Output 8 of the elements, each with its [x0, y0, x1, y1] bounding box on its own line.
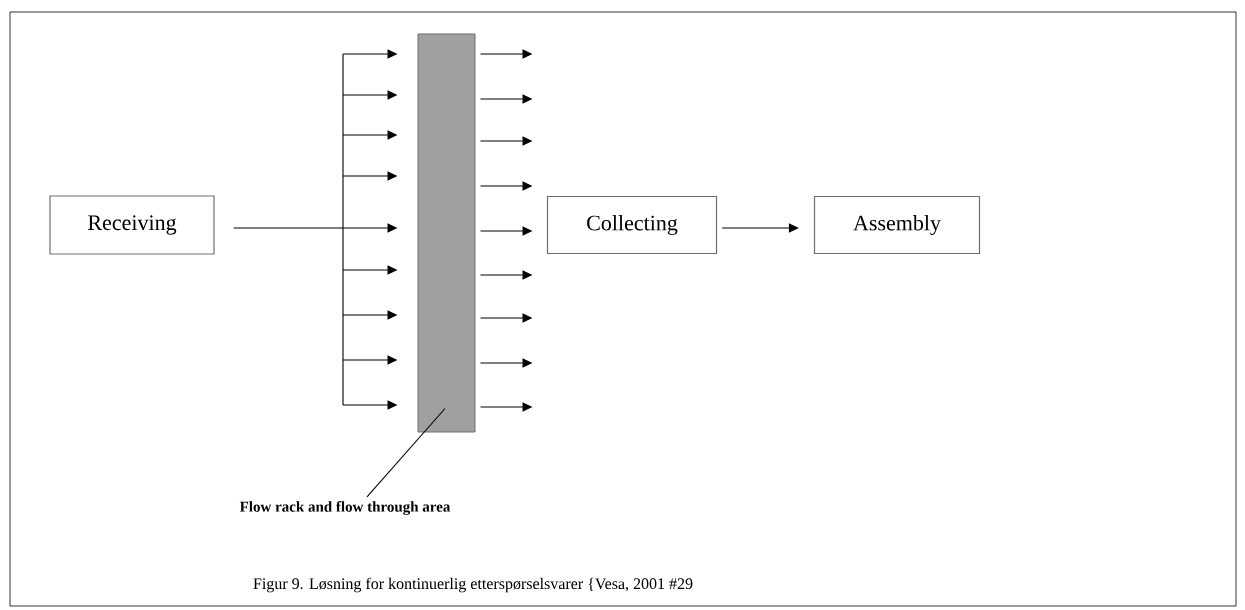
process-box: Collecting [546, 195, 718, 255]
rack-label: Flow rack and flow through area [239, 501, 451, 515]
leader-line [366, 407, 446, 498]
rack-bar [417, 33, 476, 433]
caption: Figur 9. Løsning for kontinuerlig etterspørselsvarer {Vesa, 2001 #29 [253, 577, 693, 593]
arrow [721, 223, 799, 233]
process-box: Receiving [49, 195, 215, 255]
process-box: Assembly [813, 195, 981, 255]
